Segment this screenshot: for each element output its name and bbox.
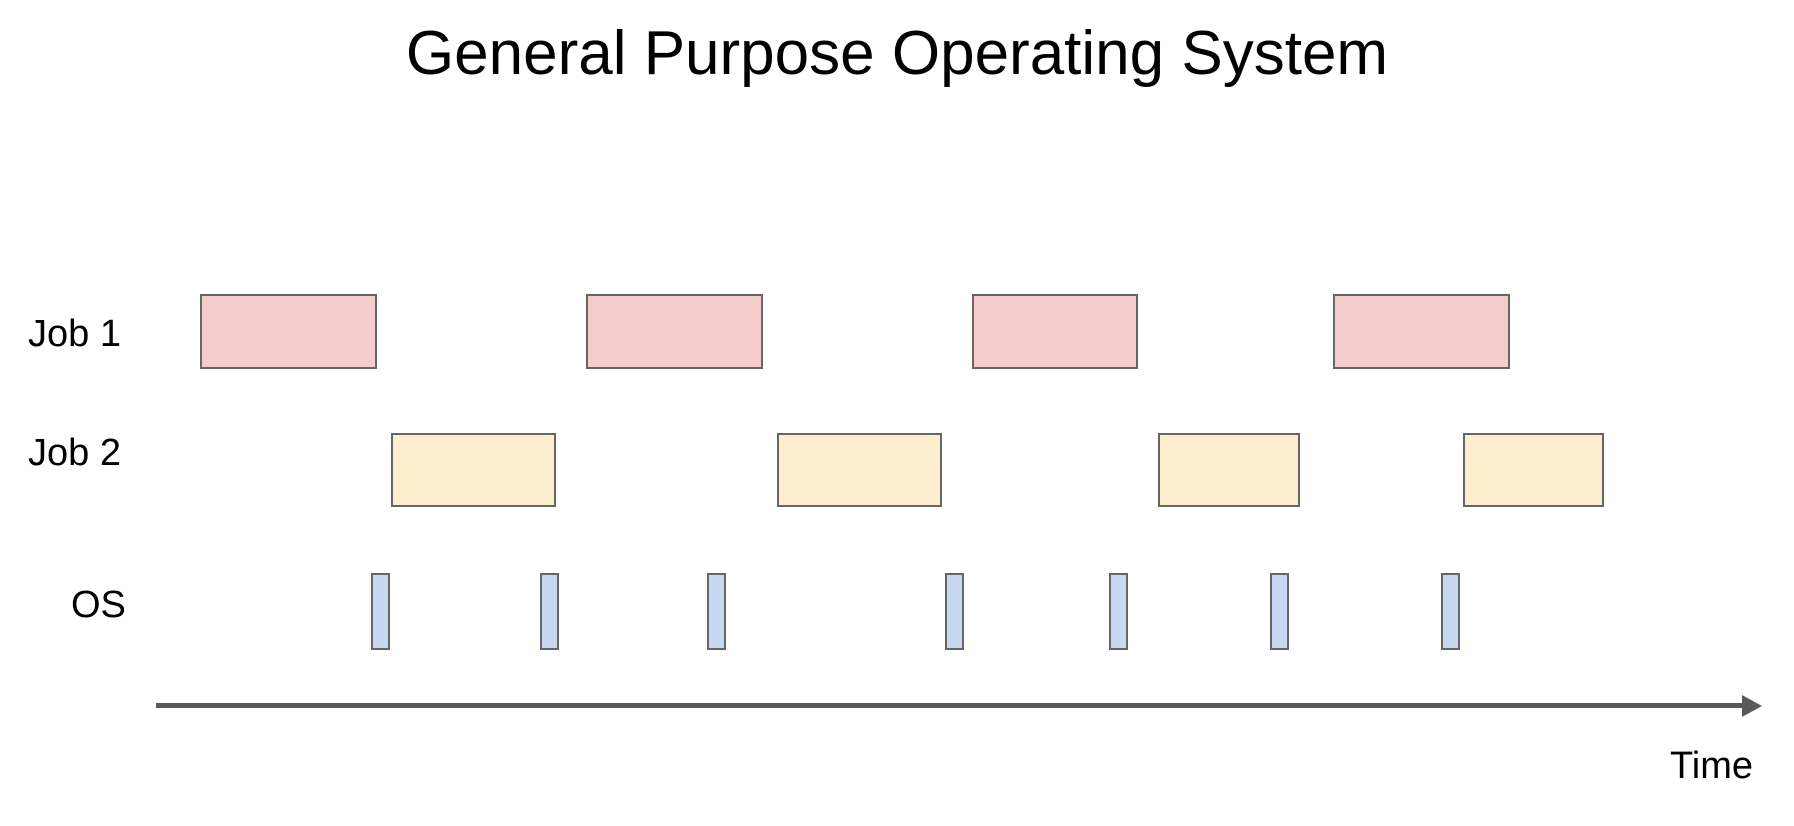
row-label-job-1: Job 1 (28, 313, 121, 355)
axis-caption-time: Time (1670, 745, 1754, 787)
timeslice-job-1-1 (200, 294, 377, 369)
timeslice-os-6 (1270, 573, 1289, 650)
timeslice-os-2 (540, 573, 559, 650)
timeslice-job-2-2 (777, 433, 942, 507)
timeslice-job-1-2 (586, 294, 763, 369)
timeslice-os-1 (371, 573, 390, 650)
timeslice-os-4 (945, 573, 964, 650)
row-label-job-2: Job 2 (28, 432, 121, 474)
row-label-os: OS (71, 584, 126, 626)
timeslice-job-2-3 (1158, 433, 1300, 507)
timeslice-job-1-3 (972, 294, 1138, 369)
time-axis-line (156, 703, 1742, 708)
time-axis-arrowhead-icon (1742, 695, 1762, 717)
timeslice-job-2-4 (1463, 433, 1604, 507)
timeslice-os-3 (707, 573, 726, 650)
timeslice-job-2-1 (391, 433, 556, 507)
page-title: General Purpose Operating System (405, 19, 1389, 88)
timeslice-os-7 (1441, 573, 1460, 650)
timeslice-os-5 (1109, 573, 1128, 650)
timeslice-job-1-4 (1333, 294, 1510, 369)
